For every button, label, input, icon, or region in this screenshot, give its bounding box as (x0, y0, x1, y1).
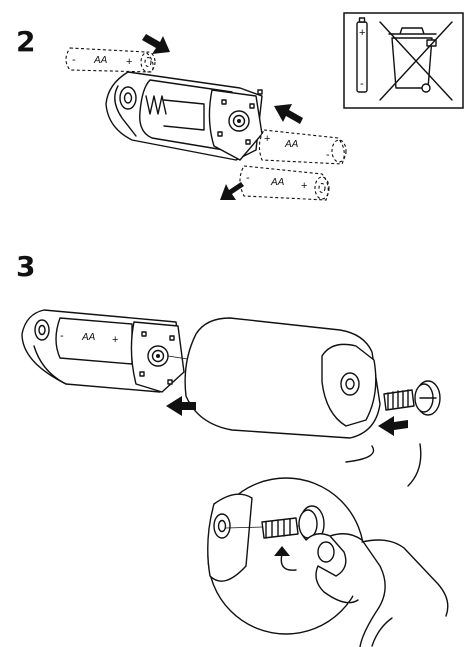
svg-text:-: - (360, 78, 364, 90)
minus-sign: - (60, 330, 64, 342)
minus-sign: - (72, 54, 76, 66)
rotate-arrow-icon (274, 546, 290, 556)
battery-middle: + AA - (258, 129, 347, 165)
battery-holder: - AA + (21, 309, 185, 393)
lamp-housing (184, 317, 381, 439)
battery-label: AA (284, 139, 299, 150)
plus-sign: + (264, 133, 270, 145)
plus-sign: + (301, 180, 307, 192)
battery-label: AA (81, 332, 96, 343)
screw (383, 380, 441, 416)
battery-label: AA (270, 177, 285, 188)
battery-top: - AA + (65, 47, 156, 73)
svg-text:+: + (359, 27, 365, 39)
step-3-illustration: - AA + (21, 309, 449, 647)
arrow-icon (166, 396, 196, 416)
disposal-notice: + - (343, 12, 464, 109)
arrow-icon (378, 416, 408, 436)
arrow-icon (220, 182, 244, 200)
plus-sign: + (112, 334, 118, 346)
step-number-2: 2 (16, 25, 36, 58)
arrow-icon (274, 104, 303, 124)
arrow-icon (142, 34, 170, 54)
battery-label: AA (93, 55, 108, 66)
crossed-out-wheelie-bin-icon (379, 21, 453, 101)
step-2-illustration: - AA + + AA - - AA + (65, 34, 347, 201)
detail-callout (207, 477, 386, 647)
step-number-3: 3 (16, 250, 36, 283)
battery-holder (105, 71, 263, 161)
battery-icon: + - (356, 17, 368, 93)
minus-sign: - (246, 172, 250, 184)
minus-sign: - (326, 149, 330, 161)
plus-sign: + (126, 56, 132, 68)
battery-bottom: - AA + (239, 165, 330, 201)
